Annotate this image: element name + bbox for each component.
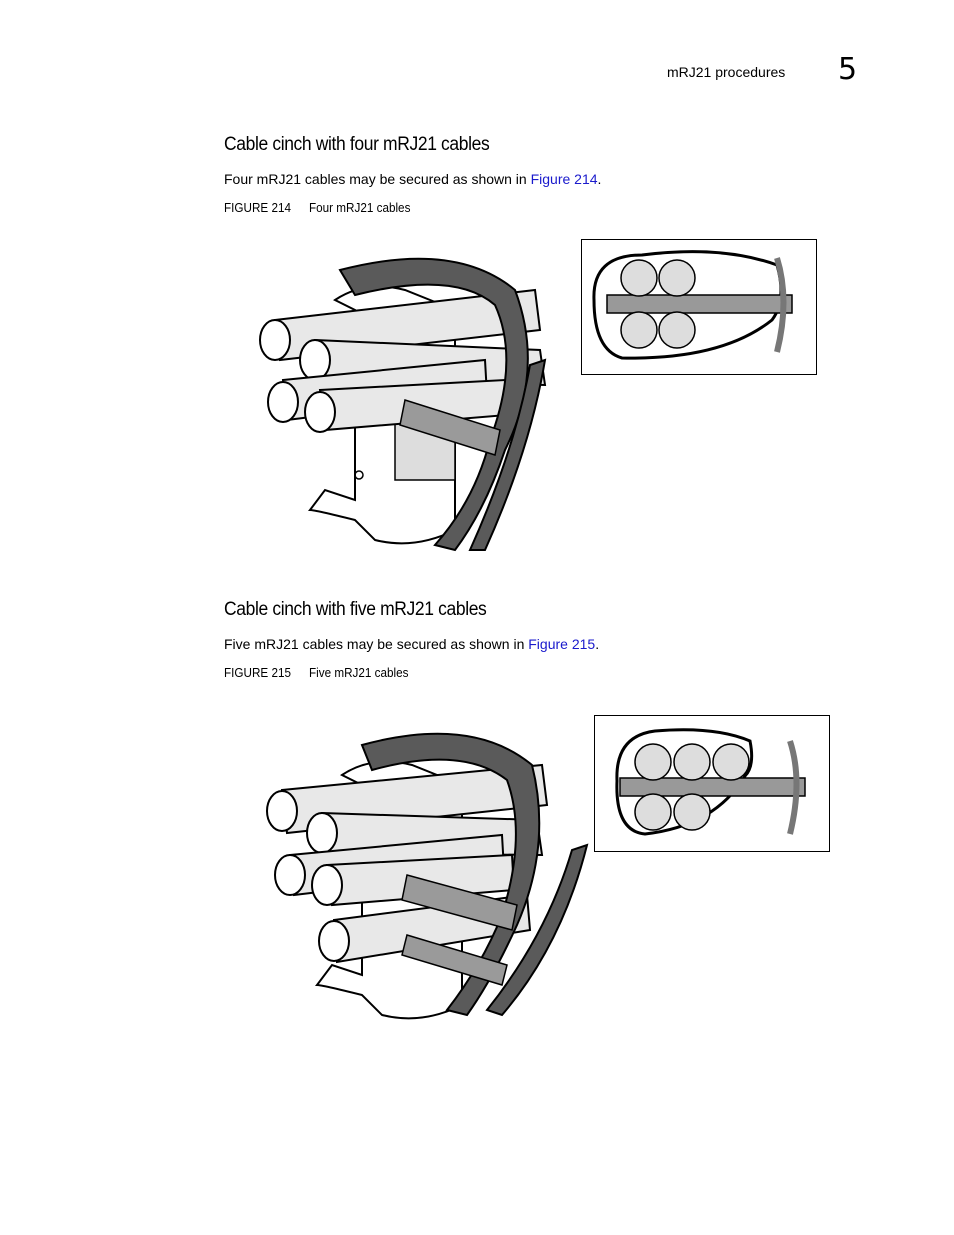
cinch-arm [787, 740, 800, 835]
strap-inner [401, 934, 508, 986]
cable-circle [673, 793, 711, 831]
cable-1-end [259, 319, 291, 361]
figure-215-illustration [266, 732, 589, 1020]
cable-3-end [274, 854, 306, 896]
body-text: Four mRJ21 cables may be secured as show… [224, 171, 531, 187]
cable-circle [658, 311, 696, 349]
running-head: mRJ21 procedures [667, 64, 786, 80]
strap-inner [401, 874, 518, 931]
cable-circle [620, 259, 658, 297]
figure-214-inset [581, 239, 817, 375]
figure-title: Five mRJ21 cables [308, 665, 409, 680]
figure-title: Four mRJ21 cables [308, 200, 411, 215]
cable-circle [658, 259, 696, 297]
cinch-arm [774, 257, 787, 353]
velcro-strap [360, 732, 541, 1017]
figure-214-link[interactable]: Figure 214 [530, 171, 598, 187]
cinch-bar [606, 294, 793, 314]
figure-label: FIGURE 215 [224, 665, 291, 680]
section-title-four-cables: Cable cinch with four mRJ21 cables [224, 134, 490, 155]
figure-215-inset [594, 715, 830, 852]
cinch-hole [354, 470, 364, 480]
cable-circle [673, 743, 711, 781]
body-suffix: . [595, 636, 600, 652]
cable-2-end [299, 339, 331, 381]
figure-214-caption: FIGURE 214 Four mRJ21 cables [224, 200, 410, 215]
cable-5-end [318, 920, 350, 962]
velcro-strap [338, 257, 529, 552]
cable-circle [620, 311, 658, 349]
strap-loop [615, 728, 754, 836]
cable-4-end [311, 864, 343, 906]
figure-label: FIGURE 214 [224, 200, 291, 215]
chapter-number: 5 [838, 52, 858, 87]
section-body-four-cables: Four mRJ21 cables may be secured as show… [224, 171, 601, 187]
section-title-five-cables: Cable cinch with five mRJ21 cables [224, 599, 487, 620]
body-text: Five mRJ21 cables may be secured as show… [224, 636, 529, 652]
strap-inner [399, 399, 501, 456]
strap-tail [468, 358, 547, 551]
cable-1-end [266, 790, 298, 832]
body-suffix: . [597, 171, 602, 187]
cinch-bar [619, 777, 806, 797]
figure-214-illustration [259, 257, 547, 552]
figure-215-caption: FIGURE 215 Five mRJ21 cables [224, 665, 408, 680]
cable-circle [712, 743, 750, 781]
figure-215-link[interactable]: Figure 215 [528, 636, 596, 652]
section-body-five-cables: Five mRJ21 cables may be secured as show… [224, 636, 599, 652]
cable-circle [634, 743, 672, 781]
cable-2-end [306, 812, 338, 854]
cable-4-end [304, 391, 336, 433]
cable-circle [634, 793, 672, 831]
cable-3-end [267, 381, 299, 423]
strap-tail [485, 843, 589, 1017]
